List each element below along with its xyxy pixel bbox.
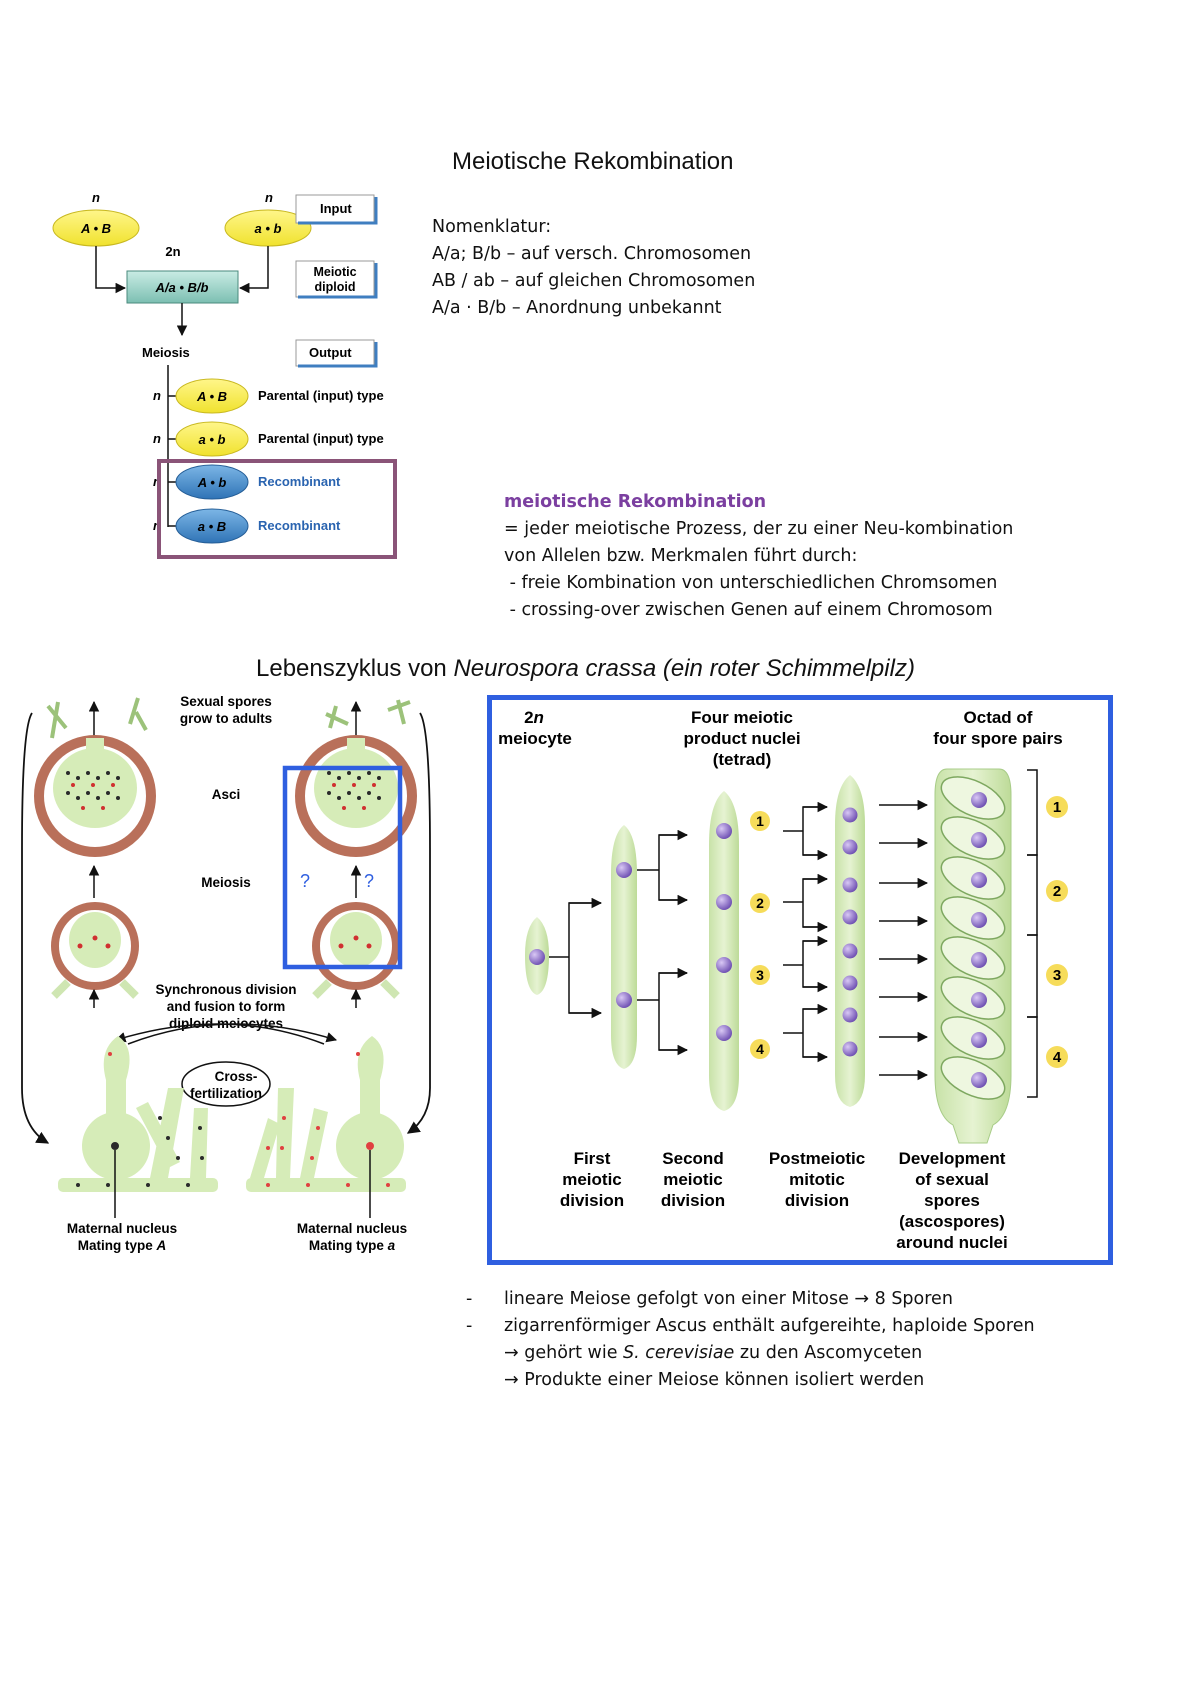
svg-text:2: 2: [756, 895, 764, 911]
svg-text:division: division: [560, 1191, 624, 1210]
svg-text:fertilization: fertilization: [190, 1086, 262, 1101]
svg-text:Recombinant: Recombinant: [258, 518, 341, 533]
nomenclature-block: Nomenklatur: A/a; B/b – auf versch. Chro…: [432, 217, 756, 318]
svg-text:4: 4: [1053, 1049, 1062, 1066]
list-item: → gehört wie S. cerevisiae zu den Ascomy…: [504, 1343, 923, 1363]
ascus-right: [295, 735, 417, 857]
list-item: → Produkte einer Meiose können isoliert …: [504, 1370, 925, 1390]
svg-text:?: ?: [364, 871, 374, 891]
svg-text:A • B: A • B: [196, 389, 227, 404]
ascus-left: [34, 735, 156, 857]
svg-text:Mating type a: Mating type a: [309, 1238, 396, 1253]
label-postmeiotic-division: Postmeiotic: [769, 1149, 865, 1168]
meiotic-diploid-label: diploid: [315, 280, 356, 294]
svg-text:Maternal nucleus: Maternal nucleus: [67, 1221, 177, 1236]
output-label: Output: [309, 345, 352, 360]
svg-text:Mating type A: Mating type A: [78, 1238, 167, 1253]
svg-text:1: 1: [1053, 799, 1061, 816]
svg-text:of sexual: of sexual: [915, 1170, 989, 1189]
meiocyte-left: [51, 902, 139, 999]
n-label: n: [92, 190, 100, 205]
svg-text:Asci: Asci: [212, 787, 241, 802]
mycelium: [58, 1036, 406, 1192]
header-octad: Octad of: [964, 708, 1033, 727]
bullet-list: -lineare Meiose gefolgt von einer Mitose…: [466, 1286, 1035, 1394]
output-row: n A • B Parental (input) type: [153, 378, 384, 414]
svg-text:mitotic: mitotic: [789, 1170, 845, 1189]
output-row: n a • B Recombinant: [153, 508, 341, 544]
diploid-label: A/a • B/b: [155, 280, 209, 295]
page-title: Meiotische Rekombination: [452, 148, 734, 175]
svg-text:?: ?: [300, 871, 310, 891]
svg-text:3: 3: [1053, 967, 1061, 984]
svg-text:meiotic: meiotic: [663, 1170, 723, 1189]
label-first-division: First: [574, 1149, 611, 1168]
svg-text:Parental (input) type: Parental (input) type: [258, 431, 384, 446]
svg-text:(tetrad): (tetrad): [713, 750, 772, 769]
svg-text:spores: spores: [924, 1191, 980, 1210]
svg-text:Parental (input) type: Parental (input) type: [258, 388, 384, 403]
meiotic-diploid-label: Meiotic: [313, 265, 356, 279]
svg-text:3: 3: [756, 967, 764, 983]
2n-label: 2n: [165, 244, 180, 259]
svg-text:around nuclei: around nuclei: [896, 1233, 1007, 1252]
list-item: -lineare Meiose gefolgt von einer Mitose…: [466, 1289, 953, 1309]
svg-text:Sexual spores: Sexual spores: [180, 694, 272, 709]
svg-text:grow to adults: grow to adults: [180, 711, 272, 726]
input-label: Input: [320, 201, 352, 216]
svg-text:Meiosis: Meiosis: [201, 875, 251, 890]
svg-text:division: division: [661, 1191, 725, 1210]
svg-text:Cross-: Cross-: [215, 1069, 258, 1084]
meiocyte-right: [312, 902, 400, 999]
svg-text:Synchronous division: Synchronous division: [155, 982, 296, 997]
definition-block: meiotische Rekombination = jeder meiotis…: [504, 492, 1014, 620]
svg-text:meiotic: meiotic: [562, 1170, 622, 1189]
n-label: n: [265, 190, 273, 205]
octad-badges: 1 2 3 4: [1046, 796, 1068, 1068]
header-meiocyte: 2n: [524, 708, 544, 727]
svg-text:(ascospores): (ascospores): [899, 1212, 1005, 1231]
output-row: n A • b Recombinant: [153, 464, 341, 500]
svg-text:Recombinant: Recombinant: [258, 474, 341, 489]
svg-text:2: 2: [1053, 883, 1061, 900]
svg-text:1: 1: [756, 813, 764, 829]
svg-text:A • b: A • b: [197, 475, 227, 490]
section-title: Lebenszyklus von Neurospora crassa (ein …: [256, 655, 915, 682]
genotype-label: A • B: [80, 221, 111, 236]
tetrad-badges: 1 2 3 4: [750, 811, 770, 1059]
list-item: -zigarrenförmiger Ascus enthält aufgerei…: [466, 1316, 1035, 1336]
svg-text:4: 4: [756, 1041, 764, 1057]
svg-text:meiocyte: meiocyte: [498, 729, 572, 748]
recombination-diagram: n n A • B a • b 2n A/a • B/b Meiosis Inp…: [52, 190, 397, 559]
highlight-box-blue: [282, 765, 403, 970]
label-second-division: Second: [662, 1149, 723, 1168]
recombinant-highlight-box: [157, 459, 397, 559]
svg-text:product nuclei: product nuclei: [683, 729, 800, 748]
lifecycle-diagram: Sexual spores grow to adults Asci Meiosi…: [21, 694, 431, 1253]
svg-text:Maternal nucleus: Maternal nucleus: [297, 1221, 407, 1236]
genotype-label: a • b: [255, 221, 282, 236]
svg-text:four spore pairs: four spore pairs: [933, 729, 1062, 748]
octad-diagram: 2n meiocyte Four meiotic product nuclei …: [487, 695, 1113, 1265]
svg-text:n: n: [153, 388, 161, 403]
svg-text:a • b: a • b: [199, 432, 226, 447]
output-row: n a • b Parental (input) type: [153, 421, 384, 457]
svg-text:and fusion to form: and fusion to form: [167, 999, 286, 1014]
meiosis-label: Meiosis: [142, 345, 190, 360]
label-spore-development: Development: [899, 1149, 1006, 1168]
svg-text:n: n: [153, 431, 161, 446]
svg-text:division: division: [785, 1191, 849, 1210]
header-tetrad: Four meiotic: [691, 708, 793, 727]
svg-text:a • B: a • B: [198, 519, 226, 534]
